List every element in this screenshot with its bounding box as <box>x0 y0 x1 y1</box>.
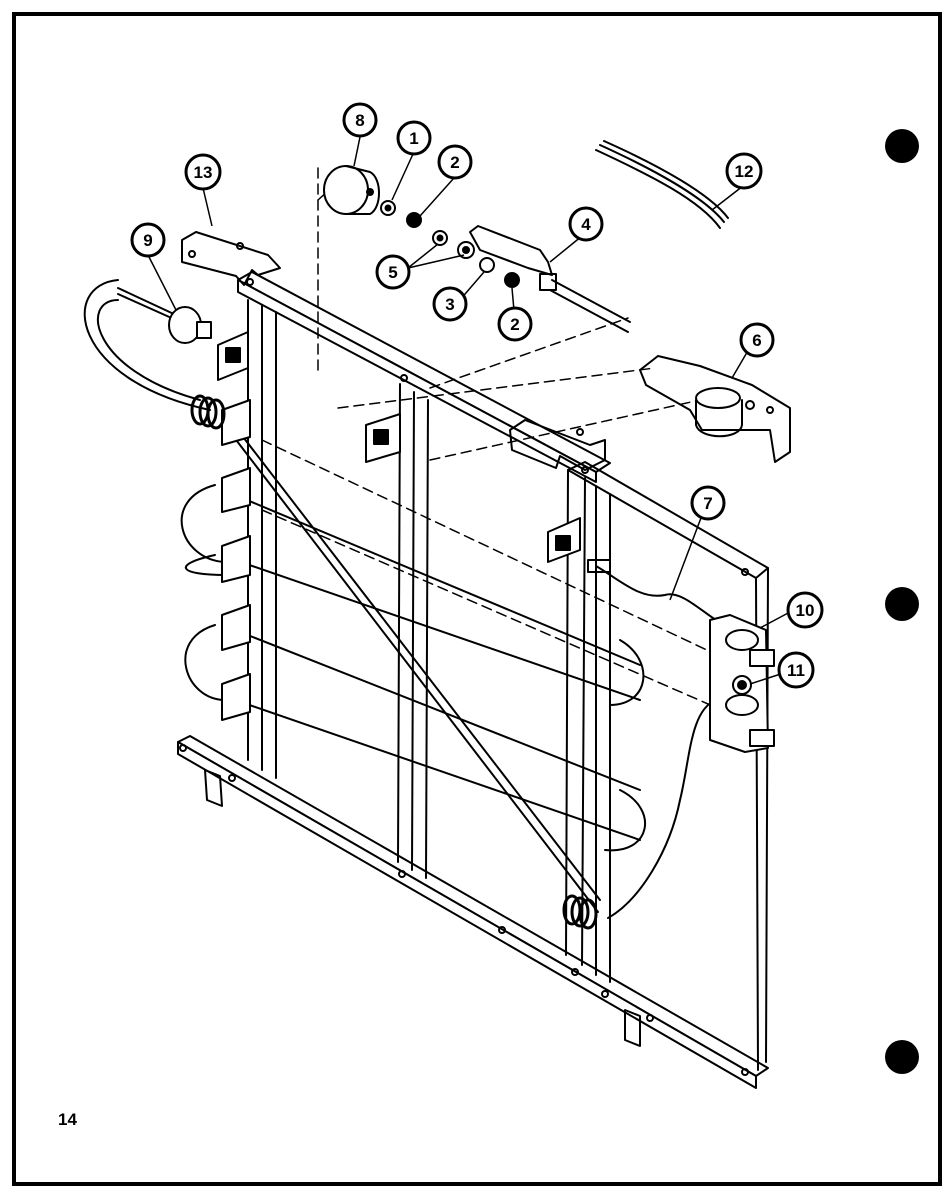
coil-spring <box>190 394 226 430</box>
callout-5: 5 <box>375 254 411 290</box>
square-clip <box>217 331 249 381</box>
callout-9: 9 <box>130 222 166 258</box>
callout-10: 10 <box>786 591 824 629</box>
svg-text:11: 11 <box>787 661 805 680</box>
page-number: 14 <box>58 1110 77 1129</box>
binder-hole-top <box>885 129 919 163</box>
dashed-assembly-lines <box>261 167 746 721</box>
square-clip <box>365 413 401 463</box>
callout-1: 1 <box>396 120 432 156</box>
callout-2-top: 2 <box>437 144 473 180</box>
nut-2b <box>504 272 520 288</box>
svg-text:10: 10 <box>796 601 815 620</box>
svg-text:6: 6 <box>752 331 761 350</box>
svg-text:3: 3 <box>445 295 454 314</box>
wire-12 <box>595 140 729 229</box>
svg-text:2: 2 <box>450 153 459 172</box>
svg-text:7: 7 <box>703 494 712 513</box>
callout-12: 12 <box>725 152 763 190</box>
svg-text:9: 9 <box>143 231 152 250</box>
callout-3: 3 <box>432 286 468 322</box>
insulator-bolt <box>117 287 212 344</box>
svg-text:1: 1 <box>409 129 418 148</box>
bottom-rail <box>177 735 769 1089</box>
callout-2-bottom: 2 <box>497 306 533 342</box>
washer-3 <box>479 257 495 273</box>
bracket-13 <box>181 231 281 286</box>
svg-text:13: 13 <box>194 163 213 182</box>
square-clip <box>547 517 581 563</box>
coil-spring <box>562 894 598 930</box>
binder-hole-bottom <box>885 1040 919 1074</box>
binder-hole-middle <box>885 587 919 621</box>
nut-2 <box>406 212 422 228</box>
terminal-11 <box>732 675 752 695</box>
top-rail <box>237 271 611 483</box>
svg-text:8: 8 <box>355 111 364 130</box>
callout-4: 4 <box>568 206 604 242</box>
svg-text:12: 12 <box>735 162 754 181</box>
insulator-8 <box>323 165 380 215</box>
bracket-6 <box>639 355 791 463</box>
page-border <box>12 12 942 1186</box>
svg-text:4: 4 <box>581 215 591 234</box>
bracket-4 <box>469 225 631 333</box>
callout-7: 7 <box>690 485 726 521</box>
lead-wire-7 <box>587 559 717 919</box>
callout-13: 13 <box>184 153 222 191</box>
coil-support <box>221 399 251 721</box>
washer-1 <box>380 200 396 216</box>
svg-text:5: 5 <box>388 263 397 282</box>
svg-text:2: 2 <box>510 315 519 334</box>
callout-11: 11 <box>777 651 815 689</box>
heating-element <box>83 279 647 913</box>
washers-5 <box>432 230 475 259</box>
callout-8-top: 8 <box>342 102 378 138</box>
callout-6: 6 <box>739 322 775 358</box>
